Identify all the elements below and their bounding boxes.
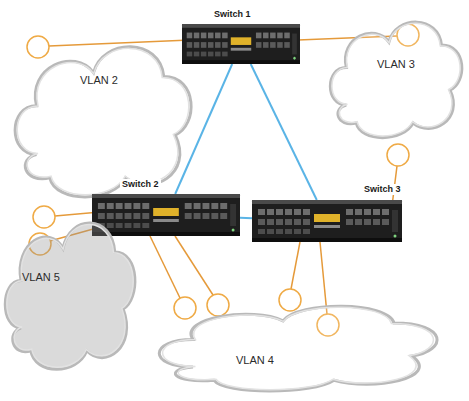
trunk-link: [240, 217, 252, 219]
switch-chassis: [252, 200, 402, 242]
cloud-outline: [148, 290, 448, 400]
vlan-label: VLAN 2: [80, 74, 118, 87]
vlan-label: VLAN 3: [377, 58, 415, 71]
network-switch: Switch 3: [252, 200, 402, 242]
host-circle: [207, 294, 229, 316]
switch-chassis: [92, 194, 240, 236]
host-wire: [291, 242, 300, 289]
vlan-cloud: VLAN 3: [325, 0, 467, 150]
cloud-outline: [0, 195, 140, 385]
cloud-outline: [325, 0, 467, 150]
network-switch: Switch 2: [92, 194, 240, 236]
switch-label: Switch 2: [120, 179, 161, 190]
switch-label: Switch 3: [362, 184, 403, 195]
host-circle: [279, 289, 301, 311]
switch-label: Switch 1: [212, 9, 253, 20]
host-circle: [387, 144, 409, 166]
vlan-label: VLAN 5: [22, 271, 60, 284]
host-circle: [27, 36, 49, 58]
vlan-label: VLAN 4: [236, 354, 274, 367]
host-wire: [175, 236, 213, 295]
vlan-cloud: VLAN 5: [0, 195, 140, 385]
cloud-outline: [8, 18, 198, 213]
switch-chassis: [182, 24, 300, 64]
host-circle: [174, 297, 196, 319]
vlan-cloud: VLAN 2: [8, 18, 198, 213]
network-switch: Switch 1: [182, 24, 300, 64]
host-wire: [320, 242, 327, 314]
host-circle: [33, 206, 55, 228]
host-wire: [150, 236, 180, 298]
trunk-link: [251, 64, 317, 200]
vlan-cloud: VLAN 4: [148, 290, 448, 400]
host-wire: [49, 40, 190, 46]
